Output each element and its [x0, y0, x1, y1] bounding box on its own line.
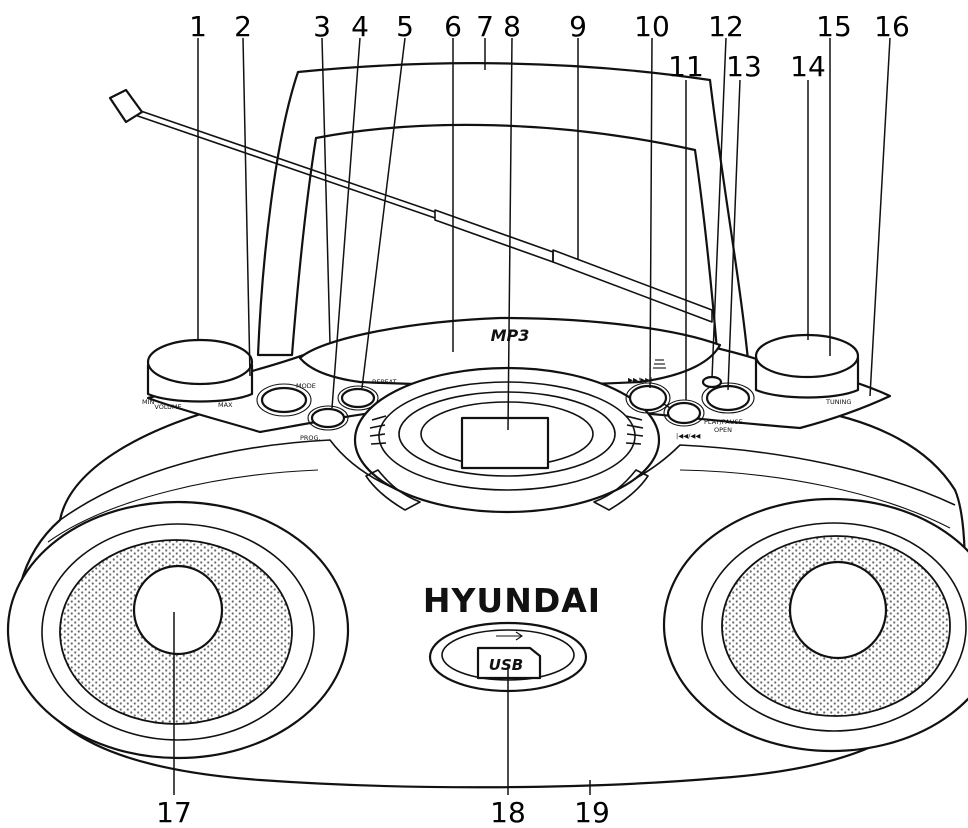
open-close-label: OPEN — [714, 426, 732, 434]
callout-13: 13 — [726, 50, 762, 83]
fm-stereo-indicator — [653, 359, 666, 369]
mp3-logo: MP3 — [491, 326, 530, 345]
callout-6: 6 — [444, 10, 462, 43]
display-window — [460, 416, 550, 470]
play-pause-button[interactable] — [701, 382, 755, 414]
callout-2: 2 — [234, 10, 252, 43]
brand-logo: HYUNDAI — [423, 581, 601, 620]
callout-17: 17 — [156, 796, 192, 828]
mode-button[interactable] — [256, 383, 312, 417]
callout-5: 5 — [396, 10, 414, 43]
callout-3: 3 — [313, 10, 331, 43]
callout-19: 19 — [574, 796, 610, 828]
mode-label: MODE — [296, 382, 316, 390]
callout-1: 1 — [189, 10, 207, 43]
callout-14: 14 — [790, 50, 826, 83]
play-pause-label: PLAY/PAUSE — [704, 418, 743, 426]
callout-12: 12 — [708, 10, 744, 43]
power-indicator-led — [701, 375, 723, 389]
repeat-button[interactable] — [337, 385, 379, 411]
volume-max-label: MAX — [218, 401, 233, 409]
callout-16: 16 — [874, 10, 910, 43]
callout-9: 9 — [569, 10, 587, 43]
right-speaker — [662, 497, 968, 753]
next-button[interactable] — [625, 382, 671, 414]
right-vent-slots — [625, 415, 644, 445]
callout-7: 7 — [476, 10, 494, 43]
usb-icon — [496, 631, 523, 641]
left-vent-slots — [369, 415, 387, 445]
tuning-label: TUNING — [825, 398, 851, 406]
next-label: ▶▶/▶▶| — [628, 376, 652, 384]
tuning-knob[interactable] — [754, 333, 860, 399]
volume-knob[interactable] — [146, 338, 254, 403]
usb-label: USB — [489, 656, 523, 674]
callout-15: 15 — [816, 10, 852, 43]
carrying-handle — [256, 62, 750, 364]
callout-18: 18 — [490, 796, 526, 828]
volume-min-label: MIN — [142, 398, 155, 406]
prev-label: |◀◀/◀◀ — [676, 432, 700, 440]
usb-port[interactable]: USB — [428, 621, 588, 693]
left-speaker — [6, 500, 350, 760]
callout-8: 8 — [503, 10, 521, 43]
callout-10: 10 — [634, 10, 670, 43]
cd-tray — [353, 366, 661, 514]
volume-label: VOLUME — [154, 403, 181, 411]
prog-label: PROG. — [300, 434, 321, 442]
leader-lines — [173, 37, 891, 795]
callout-11: 11 — [668, 50, 704, 83]
prog-button[interactable] — [307, 405, 349, 431]
cd-lid: MP3 — [298, 316, 722, 387]
repeat-label: REPEAT — [372, 378, 397, 386]
prev-button[interactable] — [663, 399, 705, 427]
callout-numbers: 1 2 3 4 5 6 7 8 9 10 11 12 13 14 15 16 1… — [156, 10, 910, 828]
callout-4: 4 — [351, 10, 369, 43]
